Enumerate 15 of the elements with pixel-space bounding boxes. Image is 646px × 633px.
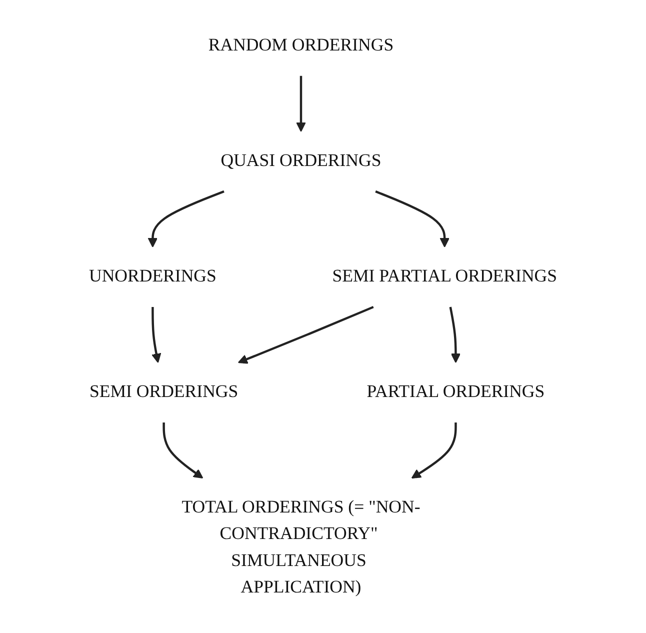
node-text: PARTIAL ORDERINGS <box>366 382 545 401</box>
arrow <box>162 422 204 478</box>
node-text: SEMI PARTIAL ORDERINGS <box>332 266 558 286</box>
arrow <box>148 190 224 247</box>
arrow <box>411 422 457 478</box>
arrow <box>152 306 162 362</box>
node-text: QUASI ORDERINGS <box>220 150 382 170</box>
arrow <box>375 190 450 247</box>
arrow <box>449 306 461 362</box>
arrow <box>238 305 374 364</box>
node-text: UNORDERINGS <box>88 266 216 286</box>
node-text: TOTAL ORDERINGS (= "NON-CONTRADICTORY" SIMULTANEOUS APPLICATION) <box>182 498 420 596</box>
node-text: RANDOM ORDERINGS <box>208 35 394 54</box>
node-text: SEMI ORDERINGS <box>89 382 238 401</box>
arrow <box>296 75 306 132</box>
